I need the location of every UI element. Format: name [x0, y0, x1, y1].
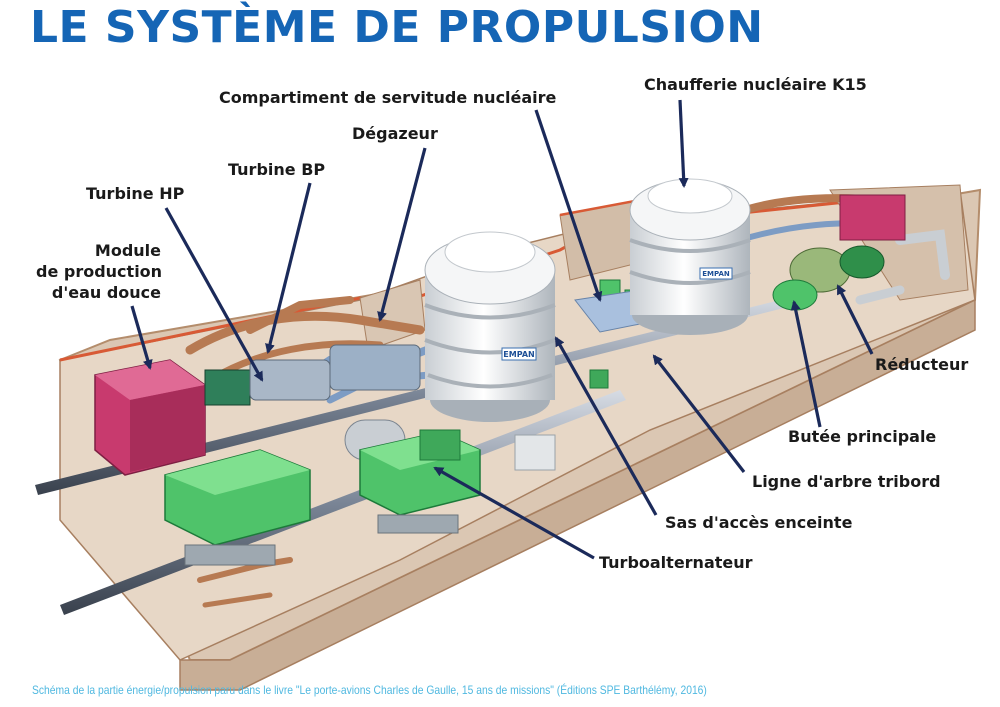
reactor-marking: EMPAN: [702, 270, 730, 278]
label-turboalternateur: Turboalternateur: [599, 553, 753, 572]
page-title: LE SYSTÈME DE PROPULSION: [30, 2, 764, 53]
image-caption: Schéma de la partie énergie/propulsion p…: [32, 683, 707, 697]
reactor-1: EMPAN: [424, 231, 556, 422]
label-turbine-bp: Turbine BP: [228, 160, 326, 179]
label-butee-principale: Butée principale: [788, 427, 937, 446]
turboalternator-equipment: [164, 279, 646, 566]
label-module-eau-douce: Module de production d'eau douce: [36, 240, 163, 303]
reactor-marking: EMPAN: [503, 350, 534, 359]
label-line: de production: [36, 262, 163, 281]
label-ligne-arbre-tribord: Ligne d'arbre tribord: [752, 472, 941, 491]
reactor-2: EMPAN: [629, 178, 751, 335]
label-degazeur: Dégazeur: [352, 124, 438, 143]
label-sas-acces-enceinte: Sas d'accès enceinte: [665, 513, 853, 532]
freshwater-module-equipment: [94, 359, 206, 476]
label-chaufferie-k15: Chaufferie nucléaire K15: [644, 75, 867, 94]
leader-lines: [130, 99, 874, 560]
label-reducteur: Réducteur: [875, 355, 969, 374]
label-line: Module: [94, 241, 161, 260]
label-compartiment-servitude: Compartiment de servitude nucléaire: [219, 88, 557, 107]
reduction-gear-equipment: [772, 194, 906, 311]
label-turbine-hp: Turbine HP: [86, 184, 185, 203]
label-line: d'eau douce: [51, 283, 161, 302]
